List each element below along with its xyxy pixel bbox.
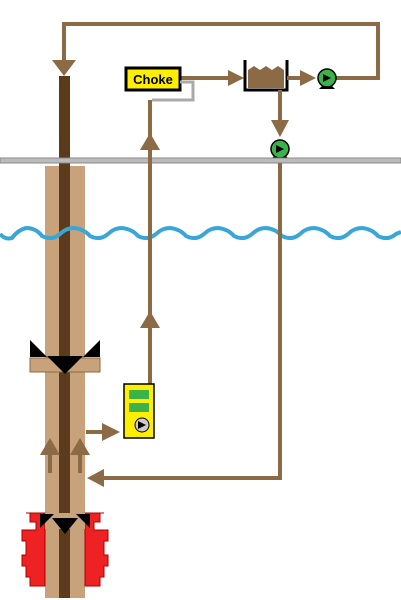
choke-box[interactable]: Choke	[124, 66, 182, 92]
choke-label: Choke	[133, 72, 173, 87]
flow-arrow-to-module	[102, 423, 120, 441]
annulus-flow-stem-right	[78, 455, 82, 473]
drill-pipe-upper	[59, 76, 70, 166]
drill-pipe	[59, 166, 70, 598]
annulus-flow-stem-left	[48, 455, 52, 473]
flow-arrow-to-tank	[228, 70, 244, 86]
flow-arrow-down-to-well	[52, 60, 76, 76]
blowout-preventer-icon	[21, 512, 109, 598]
flow-arrow-up-lower	[140, 311, 160, 328]
annulus-flow-arrow-right	[70, 438, 90, 455]
flow-arrow-into-well	[87, 469, 104, 487]
return-flowline	[62, 22, 380, 80]
pump-icon	[317, 68, 337, 89]
sea-surface-wave	[0, 225, 401, 241]
flow-arrow-to-lower-pump	[271, 120, 289, 137]
injection-line	[100, 163, 282, 480]
rig-floor-line	[0, 157, 401, 164]
subsea-pump-module-icon	[123, 383, 155, 439]
pump-icon	[270, 139, 290, 159]
choke-bypass-line	[152, 80, 195, 102]
flow-arrow-up-upper	[140, 133, 160, 150]
annulus-flow-arrow-left	[40, 438, 60, 455]
annular-preventer-icon	[29, 340, 101, 374]
mud-tank-icon	[243, 60, 289, 92]
flow-arrow-to-pump	[300, 70, 316, 86]
